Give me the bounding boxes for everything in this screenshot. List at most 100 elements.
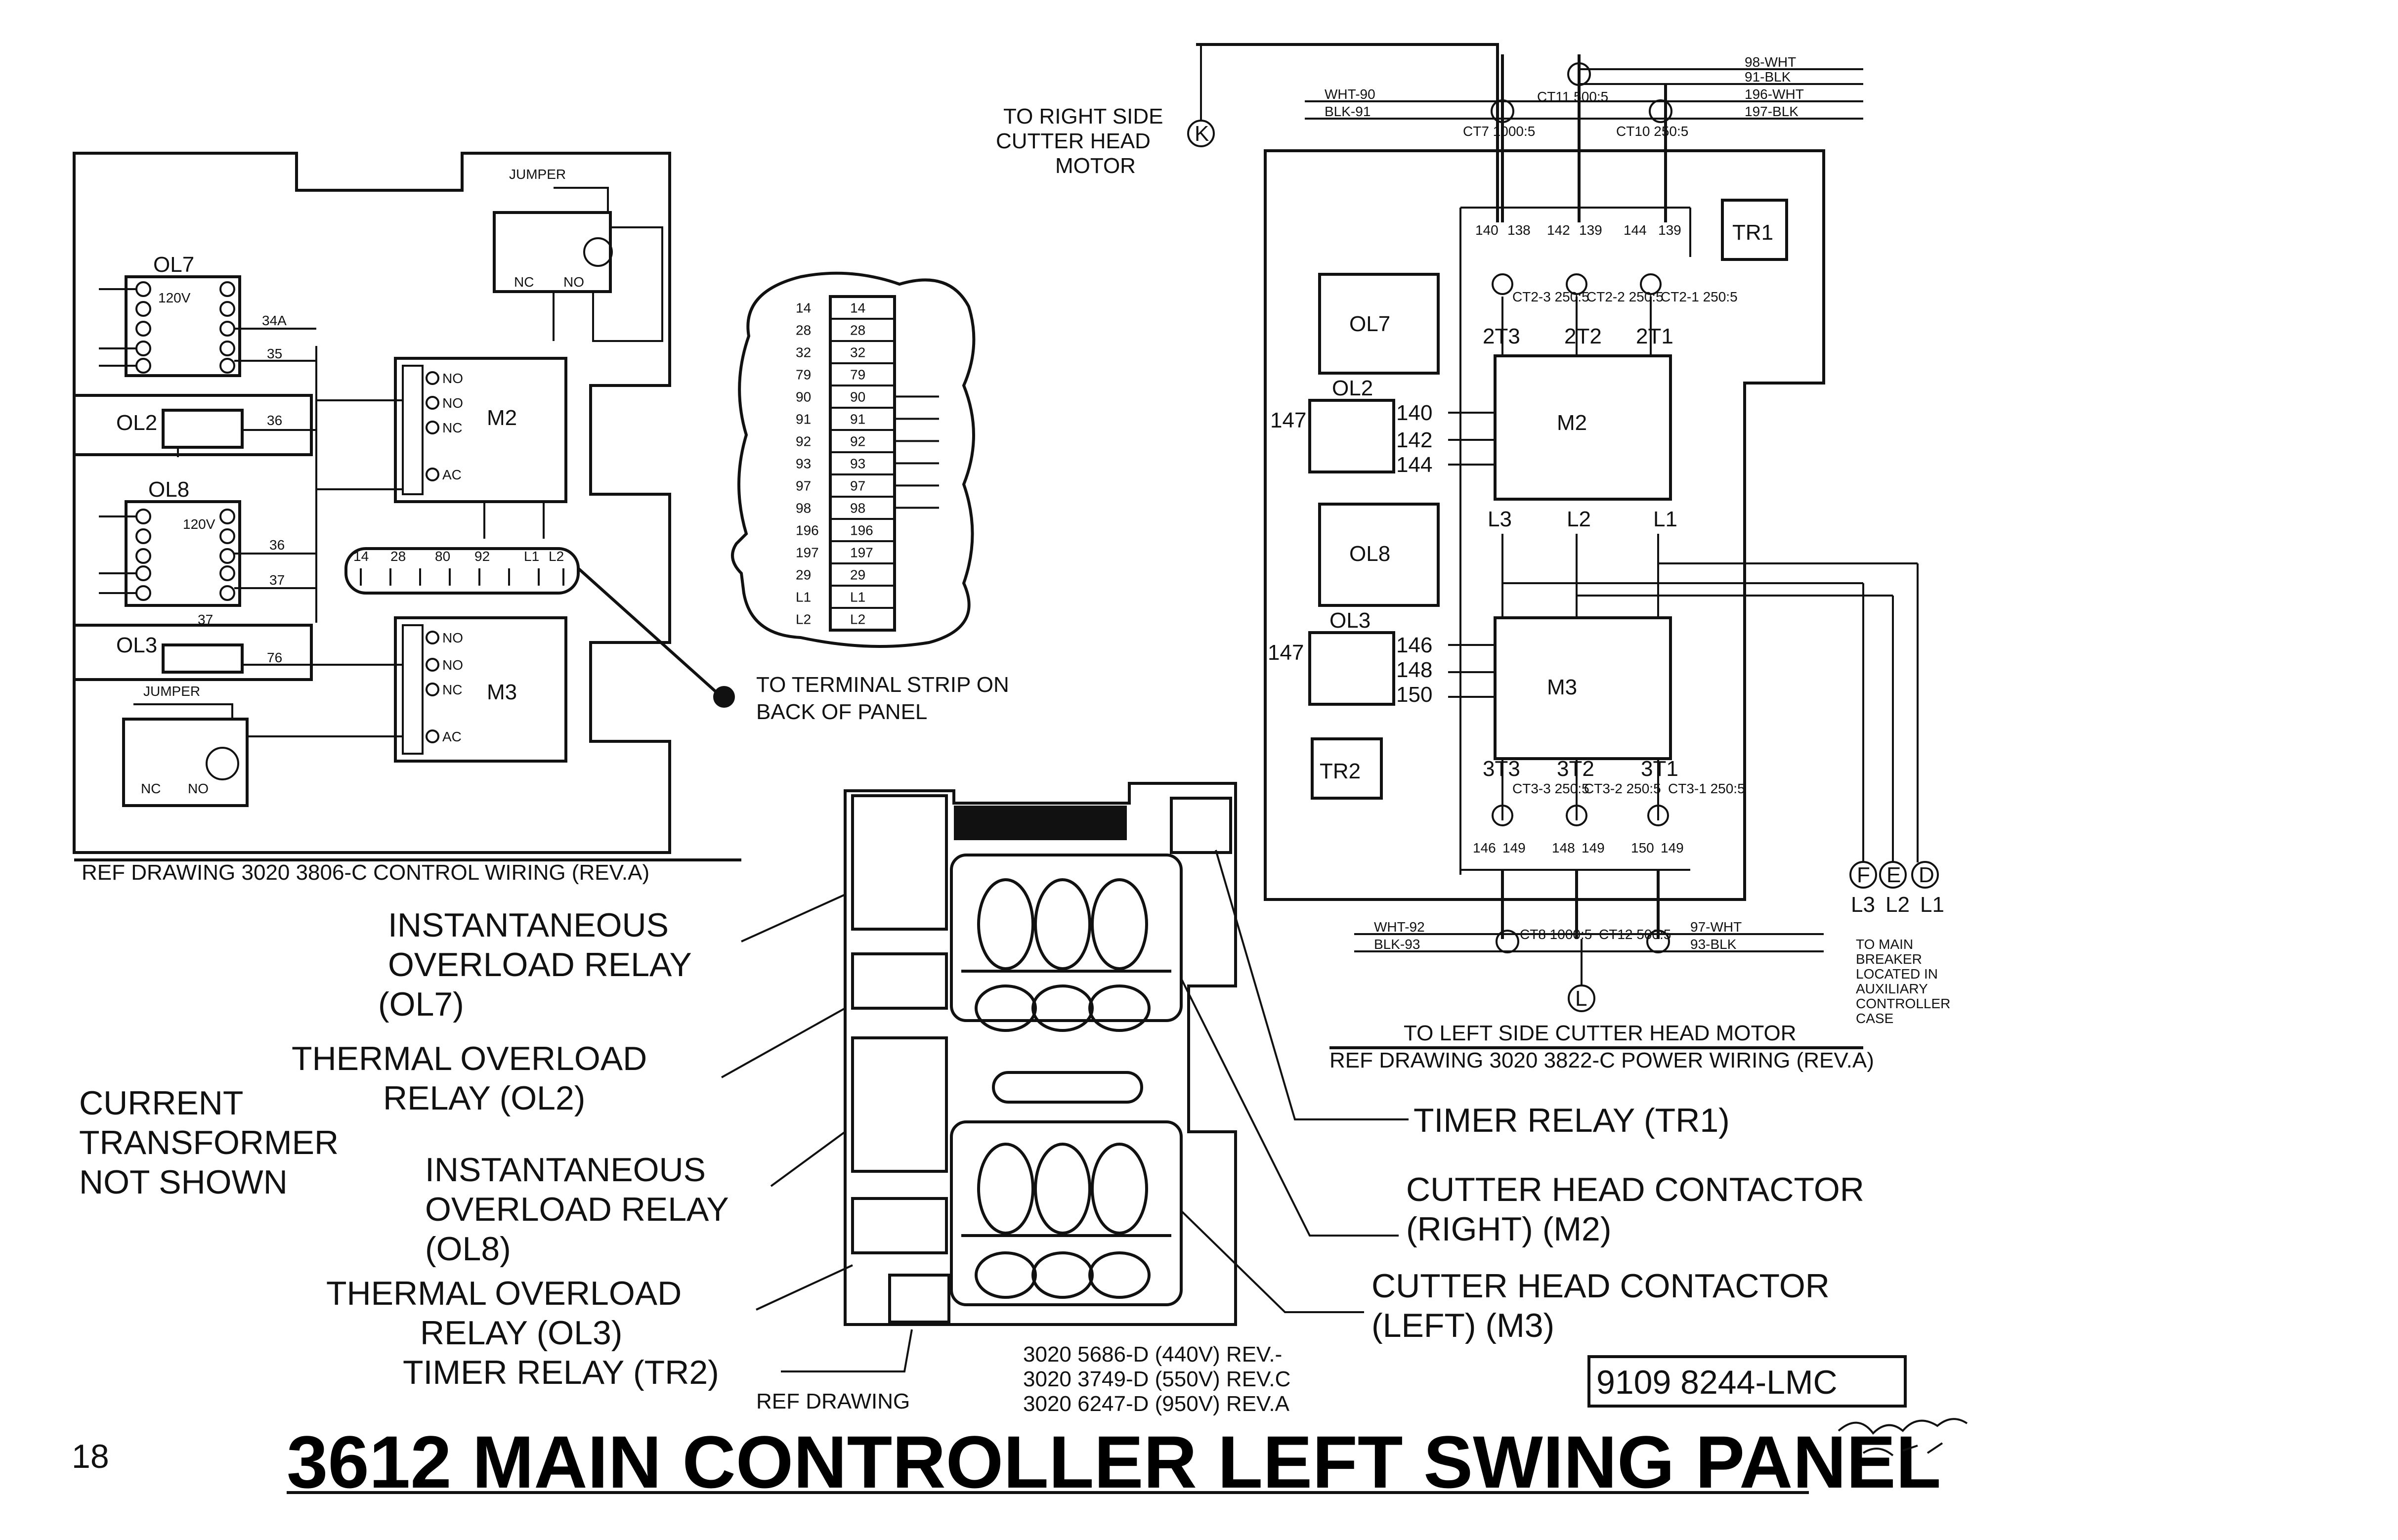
ol2-box <box>1308 399 1395 473</box>
ol7-wire-35: 35 <box>267 346 282 361</box>
ol2-relay-symbol <box>162 409 244 449</box>
jumper-top-box <box>493 211 612 293</box>
control-terminal-row <box>344 547 580 595</box>
ct8-label: CT8 1000:5 <box>1520 927 1592 942</box>
top-wire-144: 144 <box>1624 222 1647 238</box>
strip-terminal-label: 196 <box>850 522 873 538</box>
ref-bottom-line-1: 3020 5686-D (440V) REV.- <box>1023 1342 1282 1367</box>
breaker-note-1: TO MAIN <box>1856 937 1913 952</box>
marker-d-letter: D <box>1919 863 1934 887</box>
panel-ol2-relay <box>851 952 948 1010</box>
callout-ol8-2: OVERLOAD RELAY <box>425 1191 729 1228</box>
doc-number-box <box>1587 1355 1907 1408</box>
m2-no-2: NO <box>442 395 463 411</box>
strip-terminal-label: 29 <box>796 567 811 582</box>
strip-terminal-label: 79 <box>850 367 865 382</box>
m3-term-3t2: 3T2 <box>1557 757 1594 781</box>
marker-k <box>1187 120 1215 147</box>
jumper-label-bottom: JUMPER <box>143 684 200 699</box>
ol7-wire-34a: 34A <box>262 313 287 328</box>
tr2-label: TR2 <box>1320 759 1361 783</box>
ct10-label: CT10 250:5 <box>1616 124 1688 139</box>
wire-97-wht: 97-WHT <box>1690 919 1742 935</box>
m3-no-1: NO <box>442 630 463 645</box>
top-wire-140: 140 <box>1475 222 1499 238</box>
callouts: INSTANTANEOUS OVERLOAD RELAY (OL7) THERM… <box>79 850 1864 1391</box>
ct2-3-symbol <box>1492 273 1513 295</box>
callout-ol8-1: INSTANTANEOUS <box>425 1151 706 1189</box>
ol8-terminals <box>135 509 235 601</box>
m2-coil-block <box>394 357 567 503</box>
ol8-box <box>1318 503 1440 607</box>
strip-terminal-label: 97 <box>850 478 865 493</box>
bottom-wire-149a: 149 <box>1502 840 1526 856</box>
top-wire-139a: 139 <box>1579 222 1602 238</box>
wire-wht-90: WHT-90 <box>1325 86 1375 102</box>
strip-terminal-label: L1 <box>796 589 811 604</box>
m2-nc: NC <box>442 420 462 435</box>
breaker-l3: L3 <box>1851 893 1875 917</box>
m2-term-2t3: 2T3 <box>1483 324 1520 348</box>
callout-m3-1: CUTTER HEAD CONTACTOR <box>1371 1267 1830 1305</box>
strip-terminal-label: 91 <box>796 411 811 427</box>
terminal-strip-leader <box>577 567 723 698</box>
to-right-motor-3: MOTOR <box>1055 154 1136 178</box>
ref-bottom-line-2: 3020 3749-D (550V) REV.C <box>1023 1367 1290 1391</box>
ct2-3-label: CT2-3 250:5 <box>1512 289 1589 304</box>
page-number: 18 <box>72 1438 109 1475</box>
strip-terminal-label: 28 <box>850 322 865 338</box>
panel-tr2-relay <box>888 1274 950 1324</box>
marker-e <box>1879 861 1907 889</box>
top-wire-139b: 139 <box>1658 222 1681 238</box>
panel-ol3-relay <box>851 1197 948 1254</box>
callout-ct-1: CURRENT <box>79 1084 243 1122</box>
jumper-label-top: JUMPER <box>509 167 566 182</box>
strip-terminal-label: 98 <box>850 500 865 515</box>
ref-bottom-line-3: 3020 6247-D (950V) REV.A <box>1023 1392 1290 1416</box>
swing-panel-drawing <box>844 782 1237 1326</box>
term-14: 14 <box>353 549 369 564</box>
m3-no-2: NO <box>442 657 463 673</box>
ol2-wire-140: 140 <box>1396 401 1432 425</box>
jumper-bottom-nc: NC <box>141 781 161 796</box>
m3-term-3t3: 3T3 <box>1483 757 1520 781</box>
bottom-wire-148: 148 <box>1552 840 1575 856</box>
ct7-symbol <box>1491 99 1514 123</box>
callout-tr1: TIMER RELAY (TR1) <box>1413 1102 1730 1139</box>
panel-m3-poles <box>961 1143 1171 1299</box>
ol2-wire-147: 147 <box>1270 408 1306 432</box>
m3-nc: NC <box>442 682 462 697</box>
jumper-top-nc: NC <box>514 274 534 290</box>
panel-handle <box>992 1071 1143 1104</box>
panel-m2-poles <box>961 878 1171 1032</box>
m3-term-3t1: 3T1 <box>1641 757 1678 781</box>
jumper-bottom-coil <box>206 747 239 780</box>
strip-terminal-label: 32 <box>850 344 865 360</box>
marker-f <box>1849 861 1877 889</box>
breaker-l2: L2 <box>1885 893 1910 917</box>
top-bus-bar <box>954 806 1127 840</box>
control-wiring-ref: REF DRAWING 3020 3806-C CONTROL WIRING (… <box>82 860 649 885</box>
ct10-symbol <box>1649 99 1672 123</box>
m3-contacts <box>402 624 439 755</box>
callout-ol2-1: THERMAL OVERLOAD <box>292 1040 647 1077</box>
wire-98-wht: 98-WHT <box>1745 54 1796 70</box>
strip-terminal-label: 91 <box>850 411 865 427</box>
marker-l-letter: L <box>1575 986 1587 1011</box>
ol8-wire-36: 36 <box>269 537 285 553</box>
breaker-note-6: CASE <box>1856 1011 1893 1026</box>
strip-terminal-label: L1 <box>850 589 865 604</box>
ol3-wire-76: 76 <box>267 650 282 665</box>
m2-line-l1: L1 <box>1653 507 1677 531</box>
ct3-1-symbol <box>1647 805 1669 826</box>
jumper-top-no: NO <box>563 274 584 290</box>
panel-m2-contactor <box>950 854 1183 1022</box>
ol7-coil-label: 120V <box>158 290 191 305</box>
ol8-label: OL8 <box>148 477 189 502</box>
m2-contactor-label: M2 <box>1557 411 1587 435</box>
strip-terminal-label: 90 <box>796 389 811 404</box>
callout-m2-1: CUTTER HEAD CONTACTOR <box>1406 1171 1864 1208</box>
ct11-label: CT11 500:5 <box>1537 89 1608 104</box>
ct2-1-symbol <box>1640 273 1662 295</box>
ct2-2-label: CT2-2 250:5 <box>1586 289 1664 304</box>
